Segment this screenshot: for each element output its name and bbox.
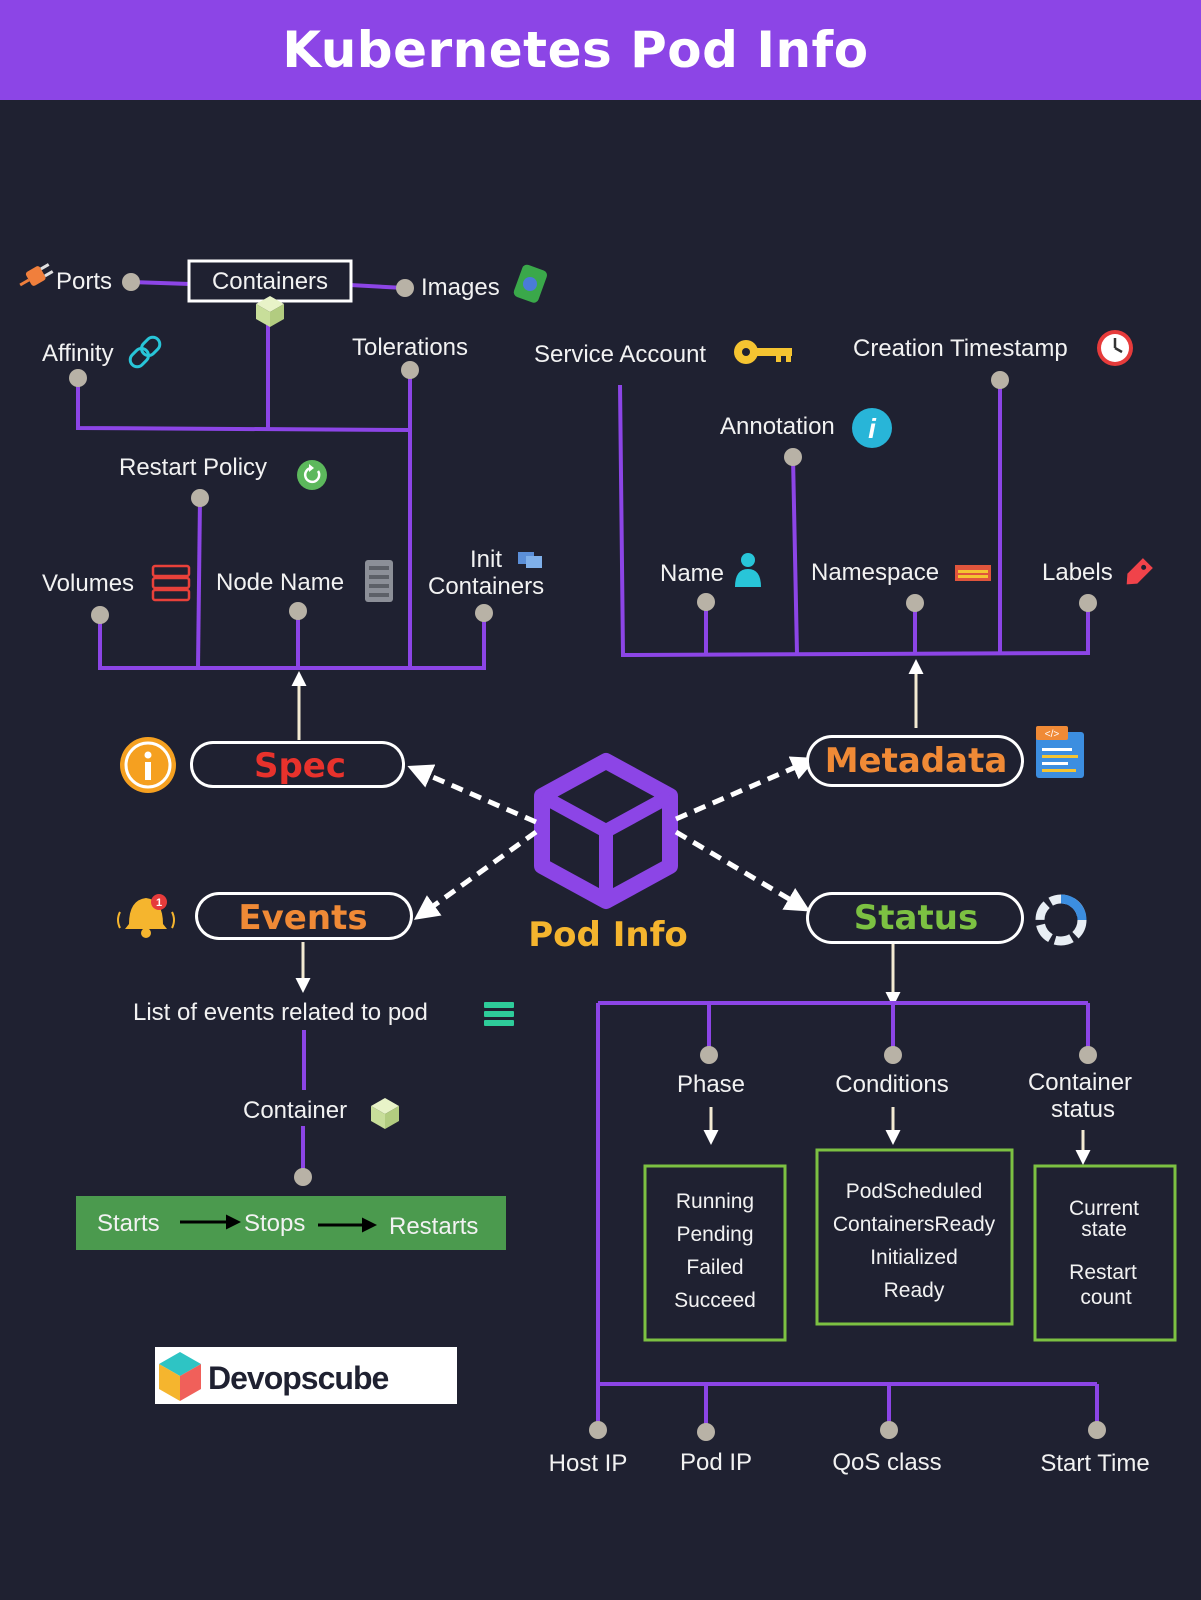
devopscube-logo: Devopscube bbox=[155, 1347, 457, 1404]
status-item-host-ip: Host IP bbox=[549, 1450, 628, 1477]
info-circle-icon: i bbox=[852, 408, 892, 448]
init-containers-icon bbox=[518, 552, 542, 568]
spec-tree-connectors bbox=[76, 280, 486, 670]
spec-item-containers: Containers bbox=[212, 268, 328, 295]
spec-node[interactable]: Spec bbox=[190, 741, 405, 788]
events-list-label: List of events related to pod bbox=[133, 999, 428, 1026]
condition-pod-scheduled: PodScheduled bbox=[846, 1180, 983, 1203]
storage-icon bbox=[151, 564, 191, 602]
timeline-stops: Stops bbox=[244, 1210, 305, 1237]
status-item-start-time: Start Time bbox=[1040, 1450, 1149, 1477]
events-node[interactable]: Events bbox=[195, 892, 413, 940]
spec-item-restart-policy: Restart Policy bbox=[119, 454, 267, 481]
events-label: Events bbox=[238, 898, 367, 938]
metadata-item-labels: Labels bbox=[1042, 559, 1113, 586]
center-dashed-arrows bbox=[407, 756, 817, 920]
container-status-count: count bbox=[1080, 1286, 1132, 1309]
spec-item-init-containers-line1: Init bbox=[470, 546, 502, 573]
phase-value-succeed: Succeed bbox=[674, 1289, 756, 1312]
phase-value-failed: Failed bbox=[686, 1256, 743, 1279]
spec-item-volumes: Volumes bbox=[42, 570, 134, 597]
spec-item-init-containers-line2: Containers bbox=[428, 573, 544, 600]
link-icon bbox=[128, 335, 162, 369]
tag-icon bbox=[1126, 558, 1153, 585]
spec-label: Spec bbox=[254, 746, 346, 786]
events-container-cube-icon bbox=[371, 1098, 399, 1129]
spec-item-images: Images bbox=[421, 274, 500, 301]
container-dot bbox=[294, 1168, 312, 1186]
condition-ready: Ready bbox=[884, 1279, 945, 1302]
metadata-label: Metadata bbox=[825, 741, 1008, 781]
status-item-pod-ip: Pod IP bbox=[680, 1449, 752, 1476]
svg-text:</>: </> bbox=[1045, 729, 1060, 740]
spec-item-ports: Ports bbox=[56, 268, 112, 295]
code-document-icon: </> bbox=[1036, 726, 1084, 778]
container-cube-icon bbox=[256, 296, 284, 327]
clock-icon bbox=[1097, 330, 1133, 366]
timeline-restarts: Restarts bbox=[389, 1213, 478, 1240]
cube-icon bbox=[534, 753, 678, 909]
progress-ring-icon bbox=[1035, 894, 1087, 946]
plug-icon bbox=[19, 263, 54, 287]
container-status-state: state bbox=[1081, 1218, 1127, 1241]
events-container-label: Container bbox=[243, 1097, 347, 1124]
list-icon bbox=[484, 1002, 514, 1026]
spec-item-affinity: Affinity bbox=[42, 340, 114, 367]
notification-badge: 1 bbox=[156, 897, 162, 909]
status-label: Status bbox=[854, 898, 978, 938]
status-item-qos-class: QoS class bbox=[832, 1449, 941, 1476]
status-node[interactable]: Status bbox=[806, 892, 1024, 944]
bell-icon: 1 bbox=[117, 894, 175, 938]
logo-text: Devopscube bbox=[208, 1360, 388, 1396]
metadata-item-name: Name bbox=[660, 560, 724, 587]
spec-tree-dots bbox=[69, 273, 493, 624]
user-icon bbox=[735, 553, 761, 587]
container-status-restart: Restart bbox=[1069, 1261, 1137, 1284]
server-icon bbox=[365, 560, 393, 602]
metadata-item-annotation: Annotation bbox=[720, 413, 835, 440]
header-banner: Kubernetes Pod Info bbox=[0, 0, 1201, 100]
key-icon bbox=[734, 340, 792, 364]
metadata-item-creation-timestamp: Creation Timestamp bbox=[853, 335, 1068, 362]
lifecycle-timeline: Starts Stops Restarts bbox=[76, 1196, 506, 1250]
status-tree-dots bbox=[589, 1046, 1106, 1441]
metadata-node[interactable]: Metadata bbox=[806, 735, 1024, 787]
container-status-label-line2: status bbox=[1051, 1096, 1115, 1123]
info-icon bbox=[120, 737, 176, 793]
container-status-current: Current bbox=[1069, 1197, 1139, 1220]
pod-info-label: Pod Info bbox=[528, 915, 687, 955]
metadata-item-namespace: Namespace bbox=[811, 559, 939, 586]
container-status-values-box bbox=[1033, 1164, 1177, 1342]
condition-containers-ready: ContainersReady bbox=[833, 1213, 996, 1236]
svg-text:i: i bbox=[868, 413, 877, 444]
timeline-starts: Starts bbox=[97, 1210, 160, 1237]
condition-initialized: Initialized bbox=[870, 1246, 958, 1269]
page-title: Kubernetes Pod Info bbox=[282, 21, 869, 79]
phase-value-running: Running bbox=[676, 1190, 754, 1213]
phase-value-pending: Pending bbox=[676, 1223, 753, 1246]
metadata-item-service-account: Service Account bbox=[534, 341, 706, 368]
container-status-label-line1: Container bbox=[1028, 1069, 1132, 1096]
metadata-tree-dots bbox=[697, 371, 1097, 612]
phase-values-box bbox=[643, 1164, 787, 1342]
refresh-icon bbox=[297, 460, 327, 490]
devopscube-cube-logo bbox=[159, 1352, 201, 1401]
image-icon bbox=[513, 264, 548, 303]
phase-label: Phase bbox=[677, 1071, 745, 1098]
namespace-icon bbox=[955, 565, 991, 581]
conditions-values-box bbox=[815, 1148, 1014, 1326]
spec-item-tolerations: Tolerations bbox=[352, 334, 468, 361]
conditions-label: Conditions bbox=[835, 1071, 948, 1098]
spec-item-node-name: Node Name bbox=[216, 569, 344, 596]
